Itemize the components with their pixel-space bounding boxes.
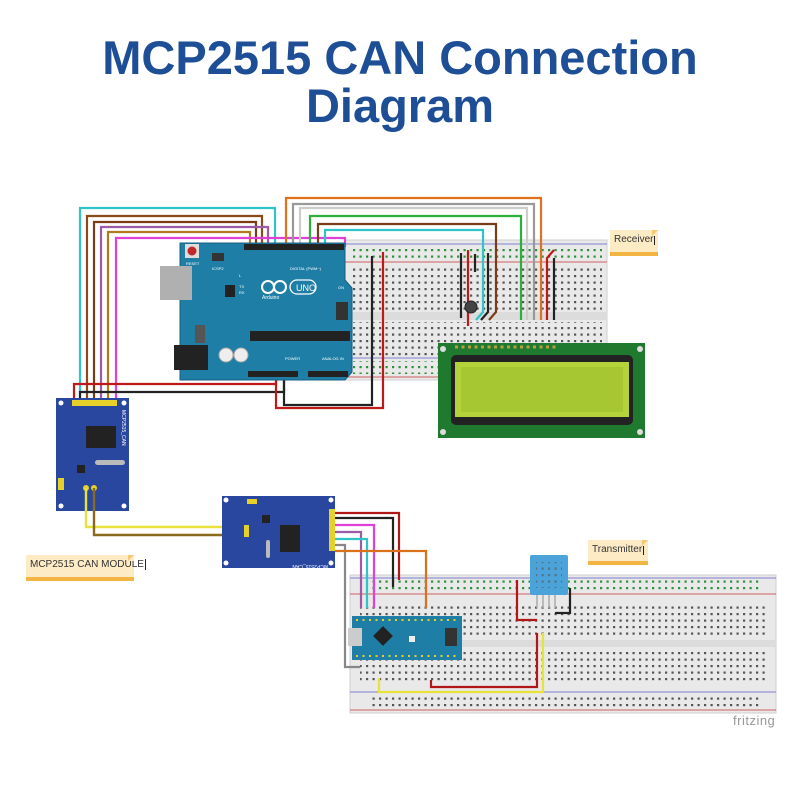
reset-button[interactable] (187, 246, 197, 256)
wire-brown-2 (92, 220, 258, 398)
power-header (248, 371, 298, 377)
wire-orange-int (335, 549, 428, 608)
wire-yellow-data (377, 633, 545, 694)
wire-magenta-cs (335, 523, 376, 608)
mcp2515-module-transmitter: MCP2515_CAN (222, 496, 335, 569)
wire-red-nano-5v (429, 633, 539, 689)
mcp2515-module-receiver: MCP2515_CAN (56, 398, 129, 511)
wires-module2-to-nano (335, 511, 428, 669)
wire-cyan-lcd (323, 228, 485, 321)
can-module-label: MCP2515 CAN MODULE (30, 559, 144, 570)
reset-label: RESET (186, 261, 200, 266)
title-line-2: Diagram (305, 79, 495, 132)
wire-gray-lcd (291, 202, 536, 320)
usb-port (160, 266, 192, 300)
arduino-logo-text: Arduino (262, 295, 279, 301)
dht11-sensor (530, 555, 568, 608)
wire-black-rail (282, 256, 374, 407)
analog-header (308, 371, 348, 377)
wire-black-contrast (480, 253, 490, 321)
rx-led-label: RX (239, 290, 245, 295)
transmitter-note[interactable]: Transmitter (588, 540, 648, 565)
atmega-chip (250, 331, 350, 341)
wire-brown (85, 214, 264, 398)
digital-label: DIGITAL (PWM~) (290, 266, 322, 271)
arduino-nano[interactable] (348, 616, 462, 660)
wire-black-dht-gnd (555, 588, 572, 615)
wires-dht (377, 580, 572, 694)
wire-can-high (92, 488, 246, 537)
power-jack (174, 345, 208, 370)
uno-logo-text: UNO (296, 283, 316, 293)
module2-label: MCP2515_CAN (292, 563, 328, 569)
transmitter-label: Transmitter (592, 544, 643, 555)
can-bus-wires (84, 488, 246, 537)
title-line-1: MCP2515 CAN Connection (102, 31, 698, 84)
wire-red-backlight (545, 249, 555, 320)
wire-red-rail (274, 252, 385, 410)
icsp-label: ICSP2 (212, 266, 224, 271)
wire-gray-sck (335, 543, 360, 669)
wires-uno-to-lcd (274, 196, 556, 410)
fritzing-watermark: fritzing (733, 713, 776, 728)
wire-red-vcc (335, 511, 401, 580)
wire-black-gnd2 (335, 516, 395, 587)
digital-header (244, 244, 344, 250)
wire-orange-lcd (284, 196, 543, 320)
potentiometer[interactable] (464, 300, 478, 314)
tx-led-label: TX (239, 284, 244, 289)
wire-white-lcd (298, 206, 529, 320)
wire-red-dht-vcc (515, 580, 537, 622)
nano-usb-port (348, 628, 362, 646)
receiver-note[interactable]: Receiver (610, 230, 658, 256)
wire-orange (106, 230, 252, 398)
can-module-note[interactable]: MCP2515 CAN MODULE (26, 555, 146, 581)
wire-green-lcd (308, 214, 523, 320)
diagram-title: MCP2515 CAN Connection Diagram (0, 34, 800, 130)
analog-label: ANALOG IN (322, 356, 344, 361)
wire-purple-so (335, 530, 363, 608)
module1-label: MCP2515_CAN (120, 410, 126, 446)
power-label: POWER (285, 356, 300, 361)
wire-brown-lcd (316, 222, 498, 321)
on-led-label: ON (338, 285, 344, 290)
receiver-label: Receiver (614, 234, 654, 245)
wire-cyan-si (335, 537, 369, 608)
wire-can-low (84, 488, 246, 529)
arduino-uno: RESET ICSP2 DIGITAL (PWM~) UNO Arduino L… (160, 242, 353, 381)
wire-cyan (78, 206, 277, 398)
lcd-16x2 (438, 343, 645, 438)
l-led-label: L (239, 273, 242, 278)
